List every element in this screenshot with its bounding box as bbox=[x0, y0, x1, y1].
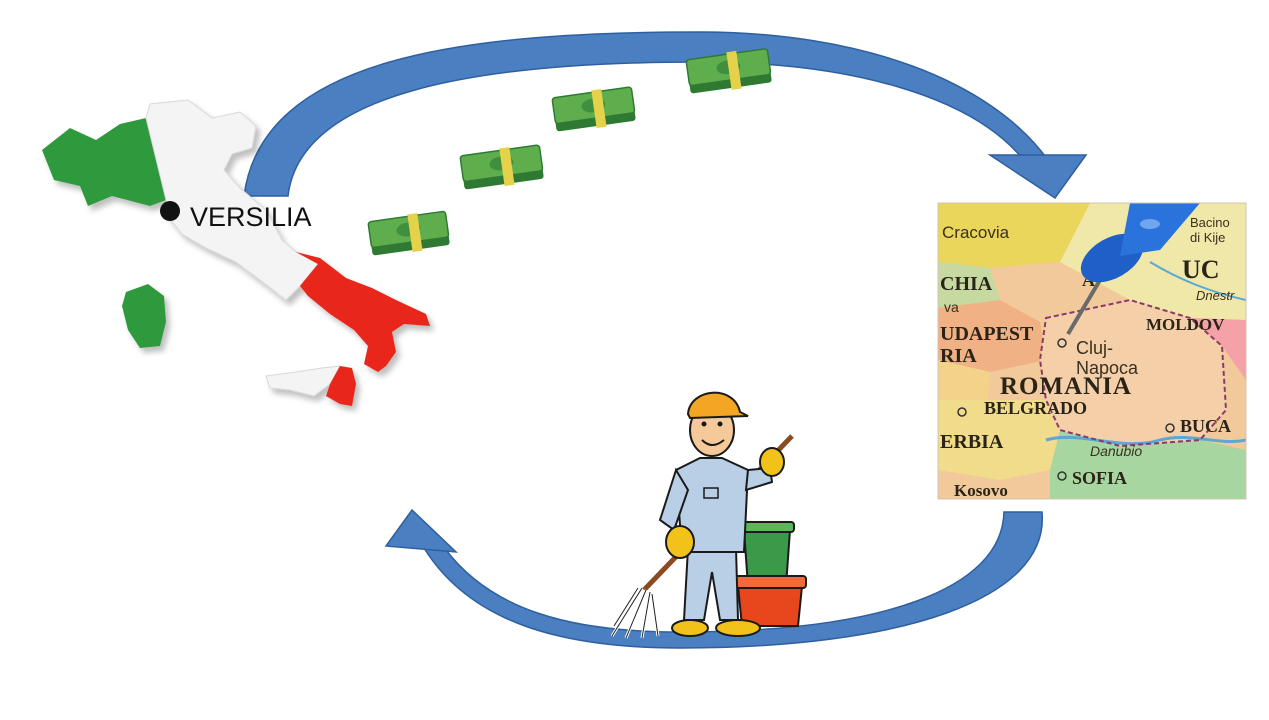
map-label-krakow: Cracovia bbox=[942, 223, 1010, 242]
map-region-bulgaria bbox=[1050, 430, 1246, 499]
mop-head bbox=[610, 587, 660, 639]
push-pin-highlight bbox=[1140, 219, 1160, 229]
map-label-kosovo: Kosovo bbox=[954, 481, 1008, 500]
map-label-belgrado: BELGRADO bbox=[984, 398, 1087, 418]
map-region-ukraine bbox=[1060, 203, 1246, 320]
map-label-sofia: SOFIA bbox=[1072, 468, 1127, 488]
map-region-austria bbox=[938, 360, 990, 400]
top-arrowhead bbox=[987, 154, 1088, 200]
italy-map bbox=[42, 99, 430, 406]
money-stack bbox=[459, 144, 544, 190]
top-arrow bbox=[243, 31, 1088, 200]
map-label-napoca: Napoca bbox=[1076, 358, 1139, 378]
bucket-green bbox=[739, 521, 795, 587]
city-dot bbox=[957, 407, 967, 417]
map-region-romania bbox=[1040, 300, 1226, 446]
map-label-dnestr: Dnestr bbox=[1196, 288, 1235, 303]
map-label-serbia: ERBIA bbox=[940, 431, 1004, 453]
city-dot bbox=[1165, 423, 1175, 433]
money-stacks bbox=[367, 48, 772, 256]
map-region-serbia bbox=[938, 400, 1060, 480]
bottom-arrow bbox=[384, 508, 1043, 649]
push-pin bbox=[1066, 203, 1200, 336]
map-label-austria: RIA bbox=[940, 345, 977, 367]
map-label-czechia: CHIA bbox=[940, 273, 993, 295]
worker-glove-right bbox=[759, 447, 785, 477]
map-borders bbox=[1038, 298, 1228, 448]
top-arrow-body bbox=[243, 31, 1050, 197]
map-region-hungary bbox=[938, 300, 1046, 372]
push-pin-head bbox=[1120, 203, 1200, 256]
map-river-danube bbox=[1045, 435, 1246, 446]
map-region-moldova bbox=[1190, 318, 1246, 380]
worker-legs bbox=[682, 547, 740, 621]
cleaning-worker bbox=[610, 391, 807, 639]
map-label-bacino: Bacino bbox=[1190, 215, 1230, 230]
versilia-label: VERSILIA bbox=[190, 202, 312, 232]
italy-green-region bbox=[42, 118, 166, 206]
city-dot bbox=[1057, 471, 1067, 481]
map-label-budapest: UDAPEST bbox=[940, 323, 1034, 345]
money-stack bbox=[551, 86, 636, 132]
money-stack bbox=[685, 48, 772, 94]
versilia-marker: VERSILIA bbox=[160, 201, 312, 232]
italy-white-region bbox=[145, 99, 319, 301]
city-dot bbox=[1057, 338, 1067, 348]
money-stack bbox=[367, 210, 450, 256]
map-label-va: va bbox=[944, 299, 959, 315]
map-label-romania: ROMANIA bbox=[1000, 373, 1132, 400]
map-label-moldova: MOLDOV bbox=[1146, 315, 1225, 334]
map-label-kijev: di Kije bbox=[1190, 230, 1225, 245]
map-label-danubio: Danubio bbox=[1090, 443, 1142, 459]
map-region-czechia bbox=[938, 262, 1000, 308]
worker-shoe-left bbox=[671, 619, 709, 637]
map-region-poland bbox=[938, 203, 1090, 268]
map-label-cluj: Cluj- bbox=[1076, 338, 1113, 358]
romania-map: Cracovia Bacino di Kije UC Dnestr A CHIA… bbox=[937, 202, 1247, 500]
sicily-red bbox=[326, 366, 356, 406]
italy-red-region bbox=[296, 252, 430, 372]
versilia-dot bbox=[160, 201, 180, 221]
map-river-dnestr bbox=[1149, 261, 1246, 301]
bottom-arrowhead bbox=[384, 508, 459, 553]
map-label-buca: BUCA bbox=[1180, 416, 1231, 436]
sardinia bbox=[122, 284, 166, 348]
worker-cap bbox=[686, 391, 749, 420]
worker-shoe-right bbox=[715, 619, 761, 637]
bucket-red bbox=[733, 575, 807, 627]
map-label-uc: UC bbox=[1182, 255, 1220, 284]
worker-glove-left bbox=[665, 525, 695, 559]
